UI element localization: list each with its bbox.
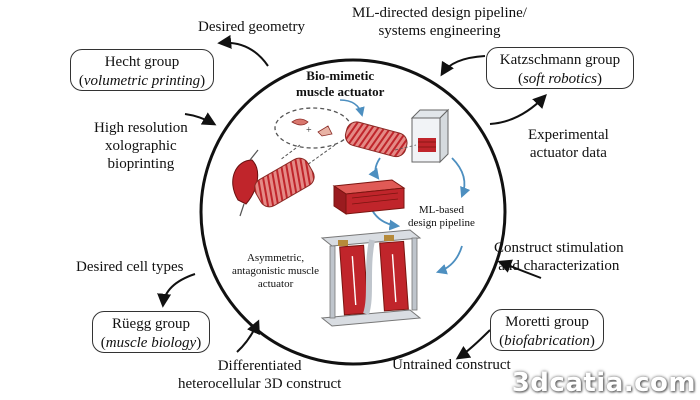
arrow-untrained bbox=[455, 329, 491, 360]
label-high-res-line2: xolographic bbox=[105, 138, 177, 154]
group-box-moretti: Moretti group (biofabrication) bbox=[490, 309, 604, 351]
label-stimulation: Construct stimulation and characterizati… bbox=[494, 239, 624, 275]
muscle-fiber-icon bbox=[232, 149, 315, 217]
label-high-res-line1: High resolution bbox=[94, 120, 188, 136]
group-katzschmann-name: Katzschmann group bbox=[499, 52, 621, 68]
label-asymmetric-line1: Asymmetric, bbox=[246, 252, 305, 264]
arrow-desired-geometry bbox=[217, 34, 269, 67]
label-desired-cells: Desired cell types bbox=[76, 259, 184, 275]
group-box-ruegg: Rüegg group (muscle biology) bbox=[92, 311, 210, 353]
label-ml-based: ML-based design pipeline bbox=[408, 204, 475, 230]
arrow-desired-cells bbox=[157, 273, 196, 308]
arrow-high-res bbox=[184, 112, 217, 126]
center-title: Bio-mimetic muscle actuator bbox=[296, 68, 384, 100]
actuator-frame-icon bbox=[320, 229, 422, 327]
label-differentiated-line1: Differentiated bbox=[217, 358, 302, 374]
label-desired-geometry: Desired geometry bbox=[198, 19, 306, 35]
arrow-stimulation bbox=[497, 259, 542, 279]
group-hecht-name: Hecht group bbox=[104, 54, 180, 70]
label-asymmetric-line2: antagonistic muscle bbox=[232, 265, 320, 277]
blue-arrow-5 bbox=[435, 245, 463, 275]
group-ruegg-name: Rüegg group bbox=[112, 316, 190, 332]
blue-arrow-1 bbox=[339, 99, 365, 117]
label-high-res-line3: bioprinting bbox=[107, 156, 175, 172]
actuator-block-icon bbox=[332, 179, 406, 215]
label-ml-based-line2: design pipeline bbox=[408, 217, 475, 229]
label-asymmetric-line3: actuator bbox=[257, 278, 294, 290]
label-ml-pipeline: ML-directed design pipeline/ systems eng… bbox=[352, 4, 527, 40]
label-experimental: Experimental actuator data bbox=[528, 126, 609, 162]
cell-sketch-icon: + bbox=[274, 107, 352, 171]
label-untrained: Untrained construct bbox=[392, 357, 511, 373]
label-high-res: High resolution xolographic bioprinting bbox=[94, 119, 188, 173]
label-asymmetric: Asymmetric, antagonistic muscle actuator bbox=[232, 252, 319, 291]
arrow-differentiated bbox=[236, 319, 260, 353]
center-title-line1: Bio-mimetic bbox=[306, 68, 375, 83]
group-moretti-name: Moretti group bbox=[505, 314, 589, 330]
printed-muscle-icon bbox=[344, 121, 408, 158]
group-box-katzschmann: Katzschmann group (soft robotics) bbox=[486, 47, 634, 89]
label-ml-pipeline-line2: systems engineering bbox=[378, 23, 501, 39]
label-ml-pipeline-line1: ML-directed design pipeline/ bbox=[352, 5, 527, 21]
blue-arrow-3 bbox=[371, 209, 401, 231]
central-circle bbox=[199, 58, 507, 366]
label-differentiated: Differentiated heterocellular 3D constru… bbox=[178, 357, 341, 393]
label-experimental-line1: Experimental bbox=[528, 127, 609, 143]
group-hecht-topic: volumetric printing bbox=[83, 73, 201, 89]
arrow-ml-pipeline bbox=[440, 55, 486, 77]
label-stimulation-line1: Construct stimulation bbox=[494, 240, 624, 256]
printing-vial-icon bbox=[394, 108, 450, 164]
group-box-hecht: Hecht group (volumetric printing) bbox=[70, 49, 214, 91]
group-katzschmann-topic: soft robotics bbox=[522, 71, 598, 87]
label-experimental-line2: actuator data bbox=[529, 145, 607, 161]
label-stimulation-line2: and characterization bbox=[498, 258, 620, 274]
label-ml-based-line1: ML-based bbox=[418, 204, 465, 216]
arrow-experimental bbox=[489, 93, 547, 125]
blue-arrow-4 bbox=[451, 157, 471, 199]
group-moretti-topic: biofabrication bbox=[504, 333, 590, 349]
svg-text:+: + bbox=[306, 125, 312, 136]
center-title-line2: muscle actuator bbox=[296, 84, 385, 99]
blue-arrow-2 bbox=[368, 157, 381, 180]
label-differentiated-line2: heterocellular 3D construct bbox=[178, 376, 342, 392]
watermark: 3dcatia.com bbox=[511, 368, 696, 398]
group-ruegg-topic: muscle biology bbox=[105, 335, 197, 351]
